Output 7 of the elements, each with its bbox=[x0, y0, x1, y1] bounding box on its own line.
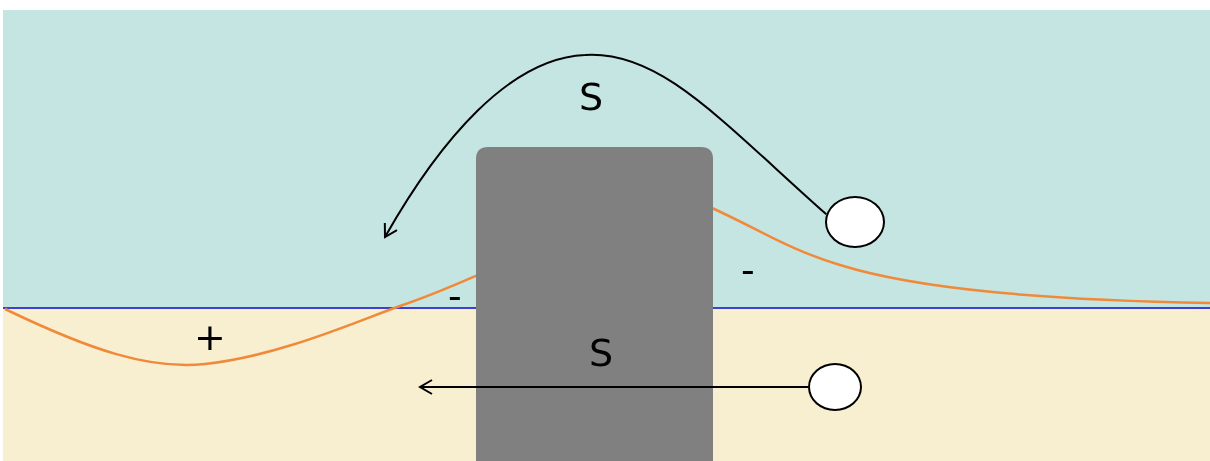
charge-sign: - bbox=[741, 250, 755, 290]
charge-sign: + bbox=[194, 317, 226, 357]
charge-sign: - bbox=[448, 276, 462, 316]
arrow bbox=[384, 54, 828, 238]
edge-label: S bbox=[589, 333, 614, 373]
arrow bbox=[419, 379, 809, 395]
edge-label: S bbox=[579, 77, 604, 117]
